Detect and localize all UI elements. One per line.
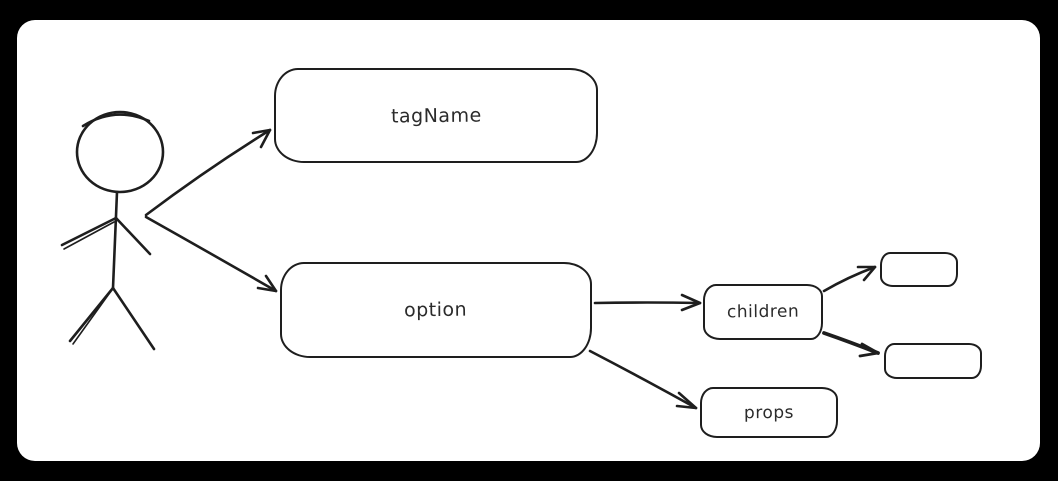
node-option[interactable]: option xyxy=(280,262,592,358)
node-tagname-label: tagName xyxy=(390,104,482,127)
node-option-label: option xyxy=(404,298,468,322)
node-child-slot-2[interactable] xyxy=(884,343,982,379)
edge-children-to-child-slot-2 xyxy=(822,331,880,358)
whiteboard-surface: tagName option children props xyxy=(17,20,1040,461)
node-child-slot-1[interactable] xyxy=(880,252,958,287)
edge-option-to-props xyxy=(588,349,698,410)
node-children[interactable]: children xyxy=(703,284,823,340)
diagram-strokes xyxy=(60,110,880,410)
person-figure xyxy=(60,110,165,351)
edge-person-to-option xyxy=(144,215,278,293)
edge-children-to-child-slot-1 xyxy=(822,265,877,293)
edge-option-to-children xyxy=(593,293,702,312)
node-props-label: props xyxy=(743,402,795,423)
node-children-label: children xyxy=(726,301,800,323)
edge-person-to-tagname xyxy=(144,128,272,217)
node-props[interactable]: props xyxy=(700,387,838,438)
node-tagname[interactable]: tagName xyxy=(274,68,598,163)
